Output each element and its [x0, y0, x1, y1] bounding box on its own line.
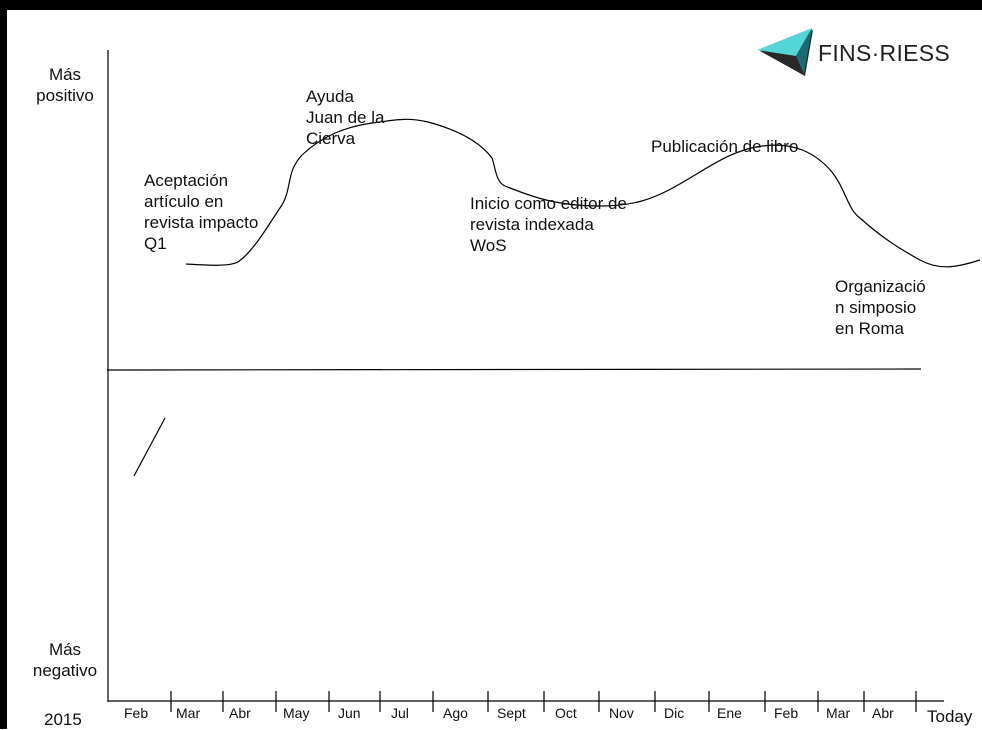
- month-label: Jul: [391, 705, 409, 721]
- month-label: Mar: [176, 705, 201, 721]
- month-separators: [170, 691, 917, 712]
- event-aceptacion: Aceptación artículo en revista impacto Q…: [144, 171, 259, 253]
- month-label: May: [283, 705, 310, 721]
- month-label: Sept: [497, 705, 526, 721]
- logo-wordmark: FINS·RIESS: [818, 40, 951, 66]
- y-axis-top-label: Más positivo: [36, 65, 94, 105]
- month-label: Jun: [338, 705, 361, 721]
- year-label: 2015: [44, 710, 82, 729]
- event-simposio: Organizació n simposio en Roma: [835, 277, 926, 338]
- month-label: Abr: [229, 705, 251, 721]
- month-label: Dic: [664, 705, 685, 721]
- month-label: Feb: [774, 705, 799, 721]
- fins-riess-logo-mark: [757, 28, 813, 76]
- event-ayuda: Ayuda Juan de la Cierva: [306, 87, 385, 148]
- y-axis-bottom-label: Más negativo: [32, 640, 98, 680]
- neutral-baseline: [106, 368, 922, 371]
- month-label: Nov: [609, 705, 634, 721]
- month-label: Ene: [717, 705, 742, 721]
- month-label: Feb: [124, 705, 149, 721]
- event-editor: Inicio como editor de revista indexada W…: [470, 194, 627, 255]
- month-label: Abr: [872, 705, 894, 721]
- month-label: Oct: [555, 705, 577, 721]
- event-libro: Publicación de libro: [651, 137, 799, 156]
- frame-left-border: [0, 0, 7, 729]
- frame-top-border: [0, 0, 982, 10]
- month-label: Ago: [443, 705, 468, 721]
- negative-stroke: [133, 417, 166, 477]
- month-label: Mar: [826, 705, 851, 721]
- career-curve: [185, 118, 981, 268]
- today-label: Today: [927, 707, 973, 726]
